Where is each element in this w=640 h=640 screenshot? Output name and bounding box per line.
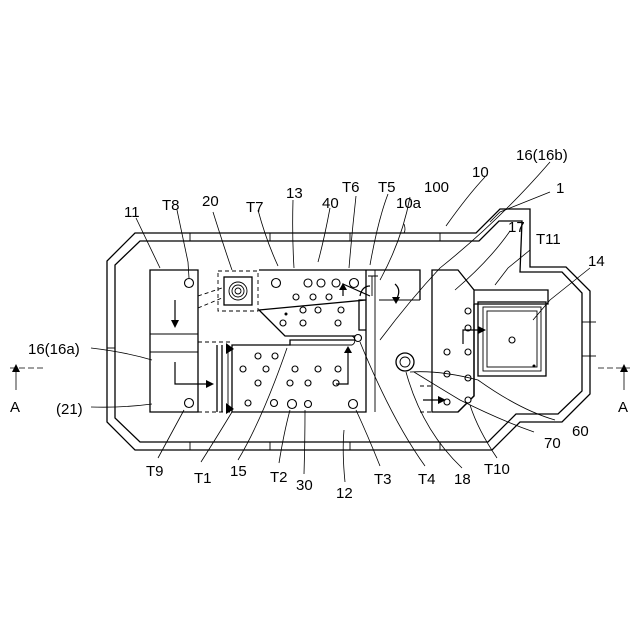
housing-inner-outline (115, 221, 582, 442)
label-16-16a: 16(16a) (28, 341, 80, 358)
connector-20 (198, 271, 258, 311)
label-a-left: A (10, 399, 20, 416)
label-20: 20 (202, 193, 219, 210)
label-t3: T3 (374, 471, 392, 488)
label-t1: T1 (194, 470, 212, 487)
label-t10: T10 (484, 461, 510, 478)
label-t11: T11 (536, 231, 561, 248)
label-17: 17 (508, 219, 525, 236)
label-13: 13 (286, 185, 303, 202)
label-a-right: A (618, 399, 628, 416)
reference-labels: 16(16b) 10 1 T6 T5 100 10a 17 T11 14 11 … (10, 147, 628, 502)
label-t4: T4 (418, 471, 436, 488)
relay-14 (478, 302, 546, 376)
label-10: 10 (472, 164, 489, 181)
label-12: 12 (336, 485, 353, 502)
label-70: 70 (544, 435, 561, 452)
label-t2: T2 (270, 469, 288, 486)
left-tray-11 (150, 270, 232, 412)
terminal-t9-hole (185, 399, 194, 408)
label-t7: T7 (246, 199, 264, 216)
label-14: 14 (588, 253, 605, 270)
section-marker-right (598, 364, 630, 390)
label-16-16b: 16(16b) (516, 147, 568, 164)
label-t9: T9 (146, 463, 164, 480)
central-board-13 (232, 270, 420, 412)
label-1: 1 (556, 180, 564, 197)
label-18: 18 (454, 471, 471, 488)
label-11: 11 (124, 204, 140, 221)
label-40: 40 (322, 195, 339, 212)
right-tray-17 (420, 270, 548, 412)
section-marker-left (10, 364, 44, 390)
label-10a: 10a (396, 195, 422, 212)
component-18 (396, 353, 414, 371)
label-t5: T5 (378, 179, 396, 196)
label-60: 60 (572, 423, 589, 440)
label-30: 30 (296, 477, 313, 494)
label-21: (21) (56, 401, 83, 418)
label-15: 15 (230, 463, 247, 480)
label-t8: T8 (162, 197, 180, 214)
label-t6: T6 (342, 179, 360, 196)
terminal-t8-hole (185, 279, 194, 288)
label-100: 100 (424, 179, 449, 196)
